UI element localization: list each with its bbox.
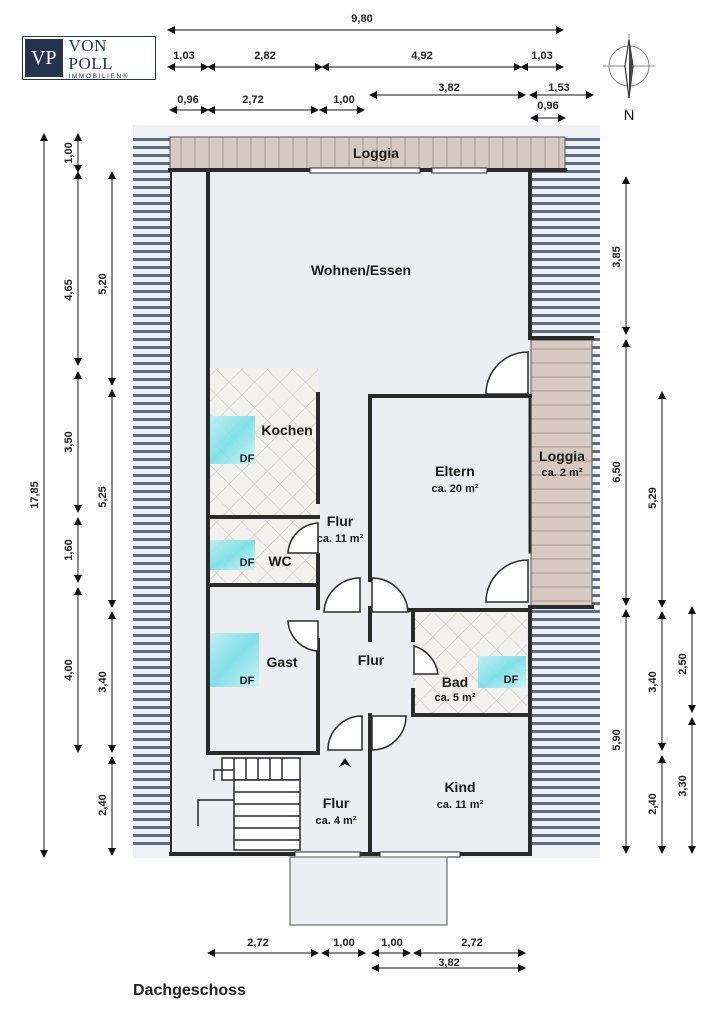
dim-top-row2-1: 2,72 (242, 94, 263, 106)
windows (294, 167, 488, 858)
skylight-bad (478, 656, 526, 688)
dim-top-row1-2: 4,92 (411, 50, 432, 62)
compass-icon (603, 34, 655, 99)
dim-bottom-row2: 3,82 (438, 957, 459, 969)
room-eltern: Eltern (435, 463, 475, 479)
dim-top-row2-5: 0,96 (537, 100, 558, 112)
room-wohnen: Wohnen/Essen (311, 262, 411, 278)
df-label-wc: DF (240, 557, 255, 569)
dim-bottom-row1-0: 2,72 (247, 937, 268, 949)
dim-top-row1-3: 1,03 (531, 50, 552, 62)
room-flur-upper: Flur (327, 513, 354, 529)
room-bad-area: ca. 5 m² (435, 692, 476, 704)
dim-top-row1-1: 2,82 (254, 50, 275, 62)
dim-top-row2-3: 3,82 (438, 82, 459, 94)
room-kind-area: ca. 11 m² (437, 799, 484, 811)
room-loggia-right: Loggia (539, 448, 585, 464)
dim-right-mid-1: 3,40 (647, 671, 659, 692)
dim-left-inner-1: 5,25 (97, 486, 109, 507)
dim-left-outer-2: 3,50 (63, 431, 75, 452)
skylight-gast (209, 633, 259, 687)
skylight-wc (209, 540, 255, 570)
dim-top-row1-0: 1,03 (173, 50, 194, 62)
room-loggia-right-area: ca. 2 m² (542, 467, 583, 479)
company-logo: VP VON POLL IMMOBILIEN® (22, 36, 156, 80)
dim-left-outer-3: 1,60 (63, 539, 75, 560)
room-eltern-area: ca. 20 m² (431, 483, 478, 495)
room-loggia-top: Loggia (353, 145, 399, 161)
dimension-lines (40, 26, 696, 972)
entrance-arrow (339, 758, 351, 767)
dim-left-outer-4: 4,00 (63, 659, 75, 680)
dim-right-far-0: 2,50 (677, 653, 689, 674)
dim-right-mid-2: 2,40 (647, 793, 659, 814)
dim-top-row2-0: 0,96 (177, 94, 198, 106)
room-flur-lower: Flur (323, 795, 350, 811)
dim-right-mid-0: 5,29 (647, 487, 659, 508)
room-gast: Gast (266, 654, 297, 670)
entry-porch (289, 856, 448, 926)
room-wc: WC (268, 553, 291, 569)
dim-top-row2-4: 1,53 (548, 82, 569, 94)
staircase (197, 757, 301, 851)
dim-top-row2-2: 1,00 (333, 94, 354, 106)
dim-left-total: 17,85 (29, 481, 41, 509)
dim-left-inner-3: 2,40 (97, 794, 109, 815)
dim-left-outer-0: 1,00 (63, 142, 75, 163)
dim-left-outer-1: 4,65 (63, 279, 75, 300)
dim-right-outer-0: 3,85 (611, 246, 623, 267)
floor-caption: Dachgeschoss (133, 982, 246, 999)
room-flur-upper-area: ca. 11 m² (317, 533, 364, 545)
room-kochen: Kochen (261, 422, 312, 438)
dim-right-far-1: 3,30 (677, 775, 689, 796)
df-label-gast: DF (240, 675, 255, 687)
dim-right-outer-1: 6,50 (611, 461, 623, 482)
dim-bottom-row1-3: 2,72 (461, 937, 482, 949)
room-kind: Kind (444, 779, 475, 795)
loggia-top-deck (169, 136, 566, 171)
df-label-bad: DF (504, 674, 519, 686)
logo-subtitle: IMMOBILIEN® (68, 72, 130, 80)
logo-mark: VP (25, 39, 63, 77)
dim-top-total: 9,80 (351, 13, 372, 25)
df-label-kochen: DF (240, 453, 255, 465)
roof-slope-left (133, 125, 173, 858)
dim-bottom-row1-2: 1,00 (381, 937, 402, 949)
room-flur-mid: Flur (358, 652, 385, 668)
room-bad: Bad (442, 674, 468, 690)
doors (287, 351, 529, 751)
skylight-kochen (209, 416, 255, 464)
logo-name: VON POLL (68, 35, 114, 73)
room-flur-lower-area: ca. 4 m² (316, 815, 357, 827)
compass-north-label: N (624, 107, 635, 124)
dim-right-outer-2: 5,90 (611, 729, 623, 750)
dim-left-inner-0: 5,20 (97, 273, 109, 294)
dim-left-inner-2: 3,40 (97, 671, 109, 692)
dim-bottom-row1-1: 1,00 (333, 937, 354, 949)
